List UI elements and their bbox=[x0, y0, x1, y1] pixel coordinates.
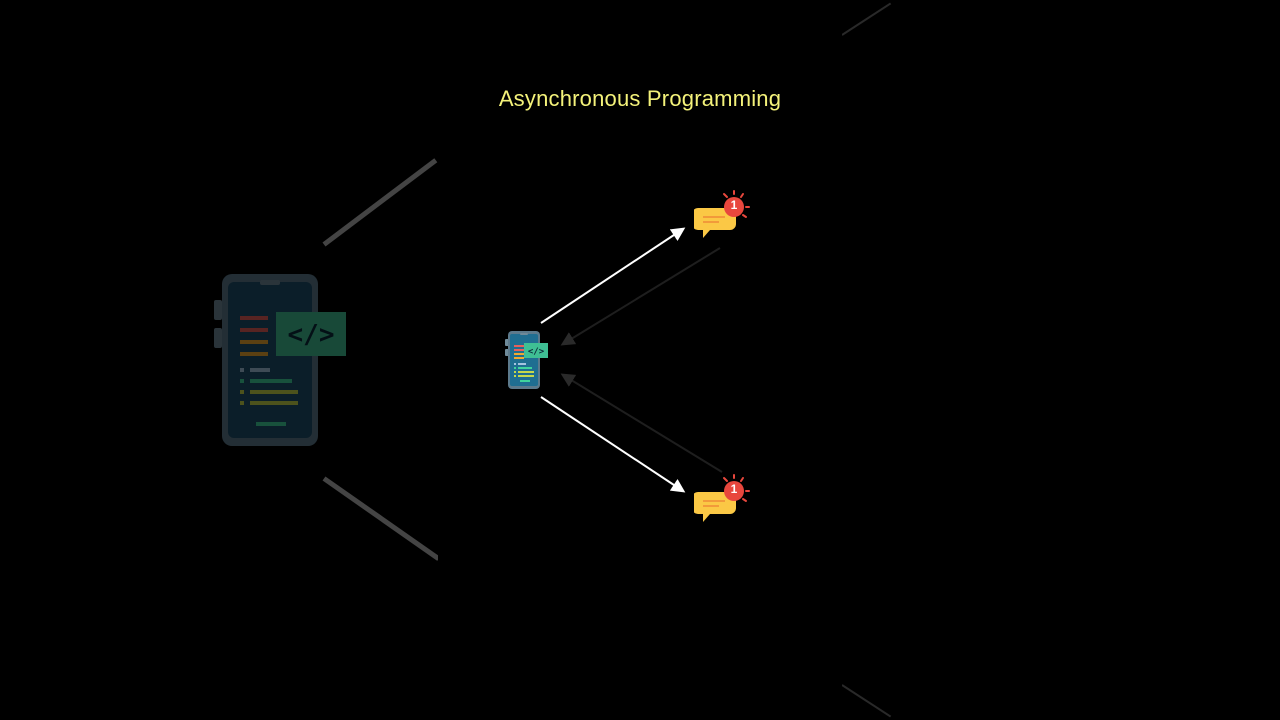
svg-text:</>: </> bbox=[288, 320, 335, 350]
chat-notification-icon bbox=[694, 474, 750, 522]
arrow-msg-top-to-app bbox=[560, 247, 721, 346]
background-mobile-code-icon: </> bbox=[214, 274, 346, 446]
arrow-app-to-msg-top bbox=[540, 227, 686, 324]
arrow-msg-bottom-to-app bbox=[560, 373, 723, 473]
arrow-app-to-msg-bottom bbox=[540, 396, 686, 493]
mobile-code-icon: </> bbox=[505, 331, 548, 389]
chat-notification-icon bbox=[694, 190, 750, 238]
svg-text:</>: </> bbox=[528, 347, 545, 357]
center-panel bbox=[438, 0, 842, 720]
diagram-title: Asynchronous Programming bbox=[498, 86, 782, 111]
